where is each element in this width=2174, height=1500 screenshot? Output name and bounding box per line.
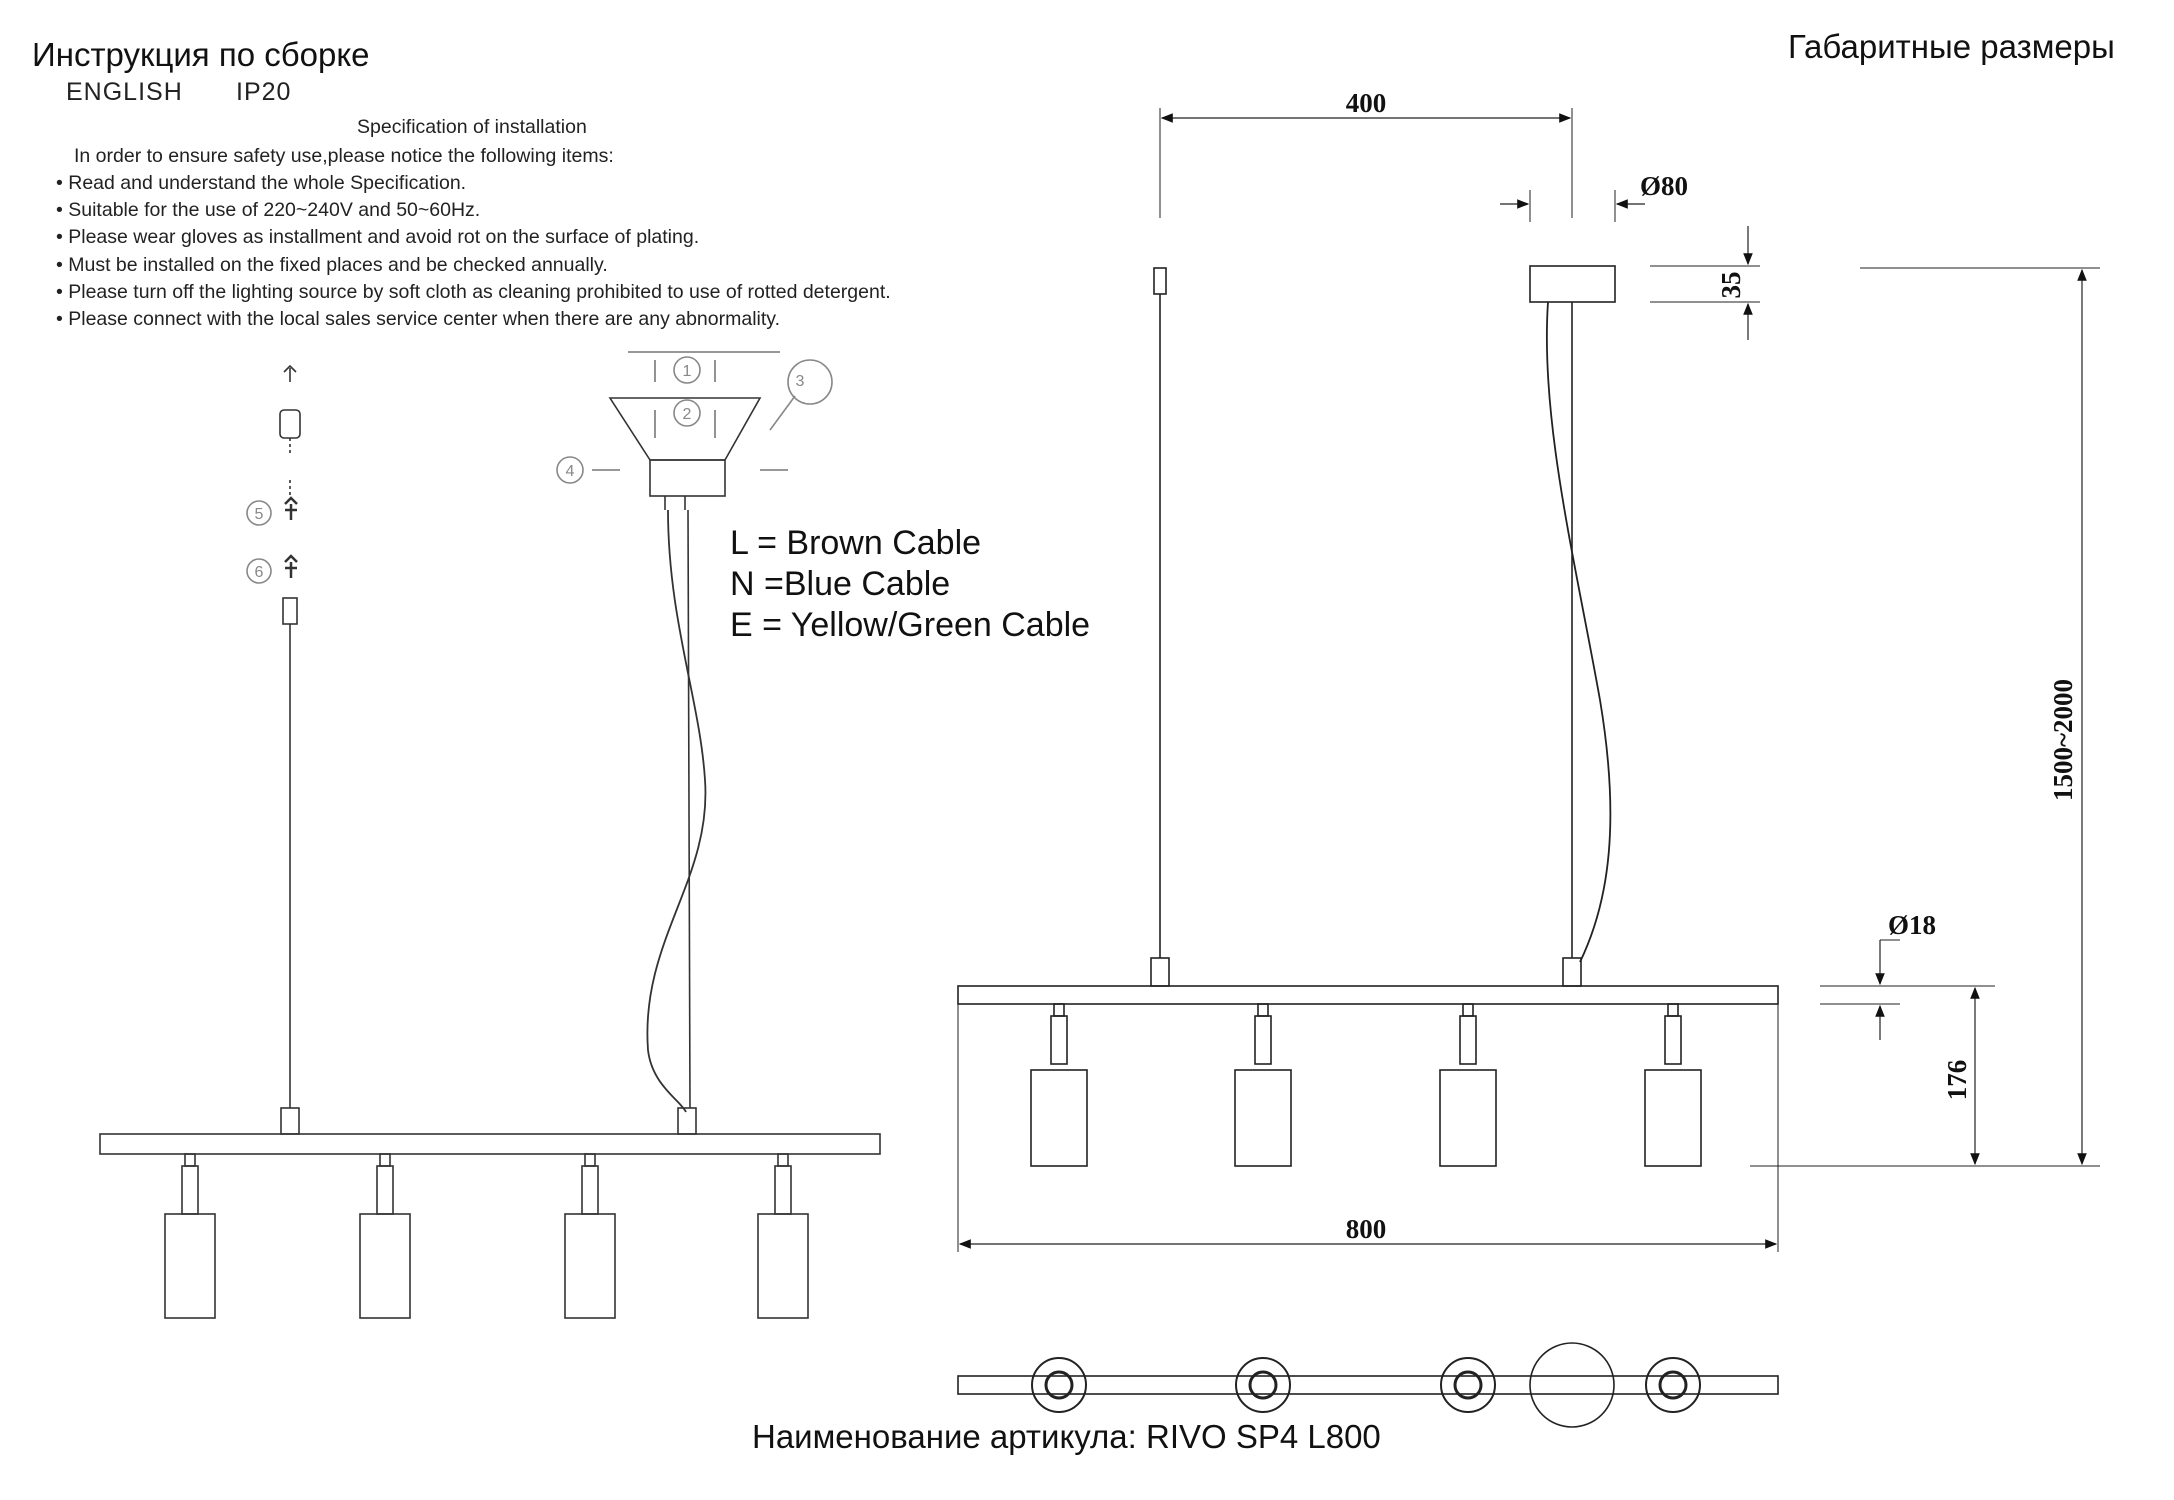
dim-canopy-diameter: Ø80	[1640, 171, 1688, 201]
cable-neutral: N =Blue Cable	[730, 565, 951, 603]
ip-rating-label: IP20	[236, 78, 292, 106]
cable-earth: E = Yellow/Green Cable	[730, 606, 1091, 644]
power-cable	[646, 509, 707, 1113]
dim-canopy-height: 35	[1716, 272, 1746, 299]
step-6-marker	[246, 554, 298, 584]
canopy-assembly	[592, 351, 788, 510]
instruction-title: Инструкция по сборке	[32, 36, 370, 73]
spec-title: Specification of installation	[357, 116, 587, 138]
step-label: 6	[255, 564, 264, 581]
dim-length: 800	[1346, 1214, 1387, 1244]
power-cable-right	[1545, 301, 1612, 963]
spec-intro: In order to ensure safety use,please not…	[74, 145, 614, 167]
spot-heads-right	[1030, 1003, 1702, 1167]
spec-item: • Please connect with the local sales se…	[56, 308, 781, 331]
suspension-hook-icon	[279, 364, 301, 1108]
step-label: 4	[566, 463, 575, 480]
spec-item: • Must be installed on the fixed places …	[56, 253, 608, 276]
top-view	[957, 1342, 1779, 1428]
dim-shade-drop: 176	[1942, 1060, 1972, 1101]
spec-item: • Please turn off the lighting source by…	[56, 280, 891, 303]
spec-list: • Read and understand the whole Specific…	[56, 170, 891, 333]
step-label: 3	[796, 373, 805, 390]
language-label: ENGLISH	[66, 78, 183, 106]
step-5-marker	[246, 496, 298, 526]
dim-total-height: 1500~2000	[2048, 679, 2078, 801]
cable-live: L = Brown Cable	[730, 524, 982, 562]
mounting-bar-right	[957, 985, 1779, 1005]
spec-item: • Suitable for the use of 220~240V and 5…	[56, 199, 481, 222]
dim-spacing: 400	[1346, 88, 1387, 118]
spec-item: • Read and understand the whole Specific…	[56, 172, 467, 194]
cable-legend: L = Brown Cable N =Blue Cable E = Yellow…	[730, 523, 1090, 646]
step-label: 2	[683, 406, 692, 423]
dimensions-title: Габаритные размеры	[1788, 28, 2115, 65]
step-label: 5	[255, 506, 264, 523]
article-name: Наименование артикула: RIVO SP4 L800	[752, 1418, 1381, 1455]
installation-drawing	[99, 351, 881, 1319]
step-markers-canopy	[556, 356, 833, 484]
mounting-bar	[99, 1133, 881, 1155]
step-label: 1	[683, 363, 692, 380]
spec-item: • Please wear gloves as installment and …	[56, 226, 700, 249]
dimension-drawing	[957, 108, 2100, 1428]
spot-heads	[164, 1153, 809, 1319]
dim-bar-diameter: Ø18	[1888, 910, 1936, 940]
